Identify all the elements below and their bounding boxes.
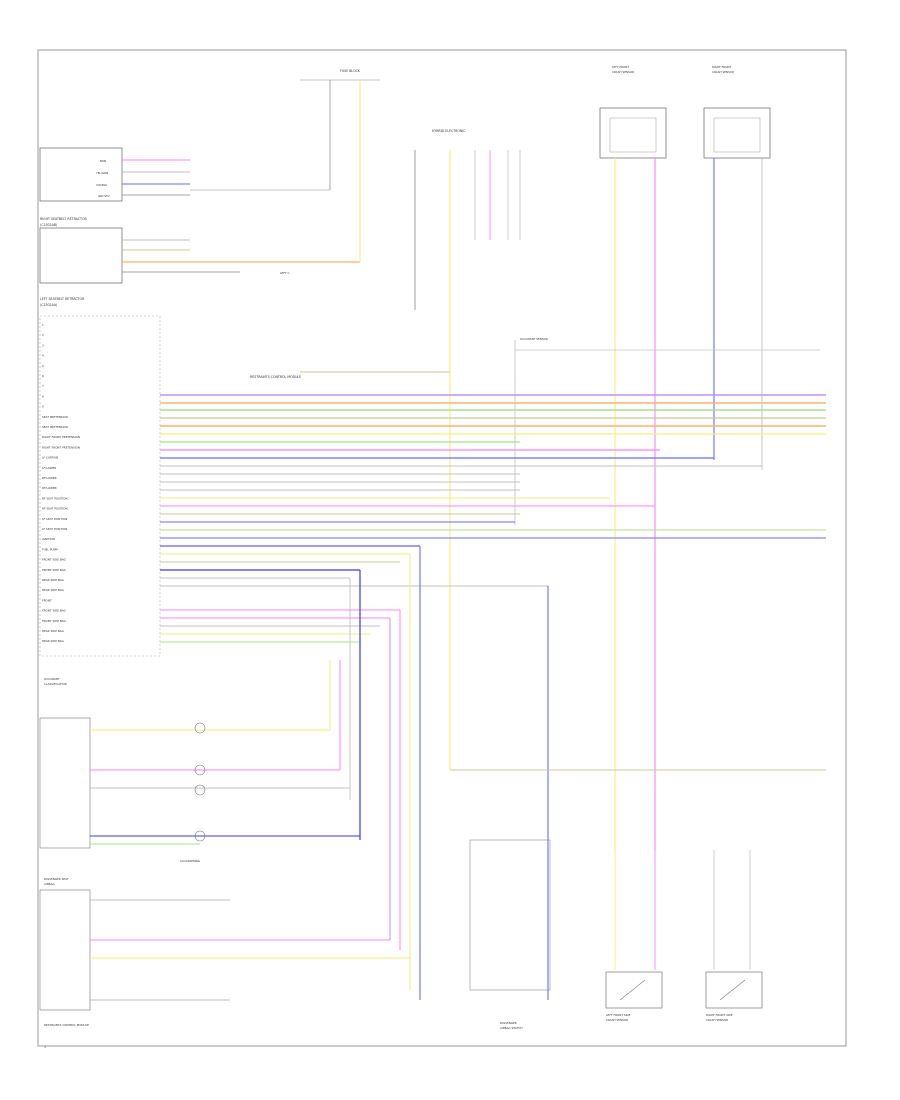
rcm-pin-label: REAR SIDE BAG xyxy=(42,588,64,592)
svg-text:YEL/GRN: YEL/GRN xyxy=(96,171,108,175)
hybrid-electronic-module: HYBRID ELECTRONIC xyxy=(414,129,521,770)
rcm-harness xyxy=(160,394,826,643)
rcm-pin-label: FUEL PUMP xyxy=(42,547,58,551)
rcm-pin-label: LF SEAT POSITION xyxy=(42,517,67,521)
rcm-pin-label: SEAT PRETENSION xyxy=(42,425,68,429)
rcm-pin-label: REAR SIDE BAG xyxy=(42,578,64,582)
occ-class-label-1: OCCUPANT xyxy=(44,677,60,681)
rcm-pin-label: 7 xyxy=(42,384,44,388)
rcm-pin-label: 3 xyxy=(42,343,44,347)
right-seatbelt-module: RIGHT SEATBELT RETRACTOR (C2302AB) LEFT … xyxy=(39,217,360,284)
rcm-label: RESTRAINTS CONTROL MODULE xyxy=(250,375,301,379)
pass-airbag-label-1: PASSENGER SEAT xyxy=(44,877,69,881)
lf-crash-label-2: CRASH SENSOR xyxy=(612,70,634,74)
figure-id: 1 xyxy=(44,1045,46,1049)
rcm-pin-label: 1 xyxy=(42,323,44,327)
svg-text:BRN: BRN xyxy=(100,159,106,163)
lf-side-crash-label-2: CRASH SENSOR xyxy=(606,1018,628,1022)
rcm-pin-label: SEAT PRETENSION xyxy=(42,415,68,419)
rcm-pin-label: FRONT xyxy=(42,598,52,602)
pass-switch-label-1: PASSENGER xyxy=(500,1021,517,1025)
occupant-sensor: OCCUPANT SENSOR xyxy=(514,337,820,525)
occ-class-label-2: CLASSIFICATION xyxy=(44,682,67,686)
right-seatbelt-title: RIGHT SEATBELT RETRACTOR xyxy=(40,217,87,221)
clockspring: CLOCKSPRING xyxy=(180,722,206,863)
rcm-pin-label: IGNITION xyxy=(42,537,55,541)
rcm-pin-label: RF/LOWER xyxy=(42,476,57,480)
rcm-pin-label: 8 xyxy=(42,394,44,398)
left-seatbelt-title: LEFT SEATBELT RETRACTOR xyxy=(40,297,85,301)
rcm-pin-label: LF CURTAIN xyxy=(42,456,58,460)
rcm-pin-label: RF/LOWER xyxy=(42,486,57,490)
rcm-pin-label: RF SEAT POSITION xyxy=(42,507,68,511)
lf-side-crash-label-1: LEFT FRONT SIDE xyxy=(606,1013,631,1017)
right-front-side-crash-sensor: RIGHT FRONT SIDE CRASH SENSOR xyxy=(705,971,763,1022)
svg-text:GRY/VIO: GRY/VIO xyxy=(98,194,110,198)
occupant-sensor-label: OCCUPANT SENSOR xyxy=(520,337,548,341)
rcm-pin-label: 9 xyxy=(42,405,44,409)
rcm-pin-label: REAR SIDE BAG xyxy=(42,639,64,643)
rf-crash-label-1: RIGHT FRONT xyxy=(712,65,731,69)
hybrid-label: HYBRID ELECTRONIC xyxy=(432,129,466,133)
pass-switch-label-2: AIRBAG SWITCH xyxy=(500,1026,523,1030)
rcm-pin-label: 5 xyxy=(42,364,44,368)
left-seatbelt-connector: (C2302AA) xyxy=(40,303,57,307)
rcm-pin-label: FRONT SIDE BAG xyxy=(42,558,66,562)
passenger-seat-airbag: PASSENGER SEAT AIRBAG RESTRAINTS CONTROL… xyxy=(39,877,410,1027)
fuse-block: FUSE BLOCK xyxy=(190,69,380,262)
clockspring-label: CLOCKSPRING xyxy=(180,859,200,863)
rcm-pin-label: RIGHT FRONT PRETENSION xyxy=(42,435,80,439)
passenger-airbag-switch: PASSENGER AIRBAG SWITCH xyxy=(469,839,551,1030)
svg-text:VIO/BLK: VIO/BLK xyxy=(96,183,107,187)
rcm-pin-label: LF/LOWER xyxy=(42,466,56,470)
rcm-pin-label: LF SEAT POSITION xyxy=(42,527,67,531)
driver-seatbelt-module: BRN YEL/GRN VIO/BLK GRY/VIO xyxy=(39,147,190,202)
diagram-border xyxy=(37,49,847,1047)
fuse-block-label: FUSE BLOCK xyxy=(340,69,361,73)
rcm-bottom-label: RESTRAINTS CONTROL MODULE xyxy=(44,1023,89,1027)
pass-airbag-label-2: AIRBAG xyxy=(44,882,55,886)
rcm-module: RESTRAINTS CONTROL MODULE xyxy=(39,315,450,657)
rcm-pin-label: FRONT SIDE BAG xyxy=(42,609,66,613)
vertical-wires xyxy=(329,546,826,1000)
rf-side-crash-label-1: RIGHT FRONT SIDE xyxy=(706,1013,733,1017)
rf-side-crash-label-2: CRASH SENSOR xyxy=(706,1018,728,1022)
right-seatbelt-connector: (C2302AB) xyxy=(40,223,57,227)
svg-text:LEFT C: LEFT C xyxy=(280,271,289,275)
rcm-pin-label: 2 xyxy=(42,333,44,337)
left-seatbelt-module: LEFT SEATBELT RETRACTOR (C2302AA) xyxy=(40,297,85,307)
occupant-classification: OCCUPANT CLASSIFICATION xyxy=(39,677,360,849)
rcm-pin-label: 6 xyxy=(42,374,44,378)
rcm-pin-label: RF SEAT POSITION xyxy=(42,496,68,500)
rcm-pin-label: FRONT SIDE BAG xyxy=(42,568,66,572)
left-front-side-crash-sensor: LEFT FRONT SIDE CRASH SENSOR xyxy=(605,971,663,1022)
rcm-pin-label: RIGHT FRONT PRETENSION xyxy=(42,445,80,449)
right-front-crash-sensor: RIGHT FRONT CRASH SENSOR xyxy=(703,65,771,470)
rcm-pin-label: FRONT SIDE BAG xyxy=(42,619,66,623)
rf-crash-label-2: CRASH SENSOR xyxy=(712,70,734,74)
rcm-pin-label: REAR SIDE BAG xyxy=(42,629,64,633)
rcm-pin-label: 4 xyxy=(42,354,44,358)
lf-crash-label-1: LEFT FRONT xyxy=(612,65,629,69)
left-front-crash-sensor: LEFT FRONT CRASH SENSOR xyxy=(599,65,667,850)
